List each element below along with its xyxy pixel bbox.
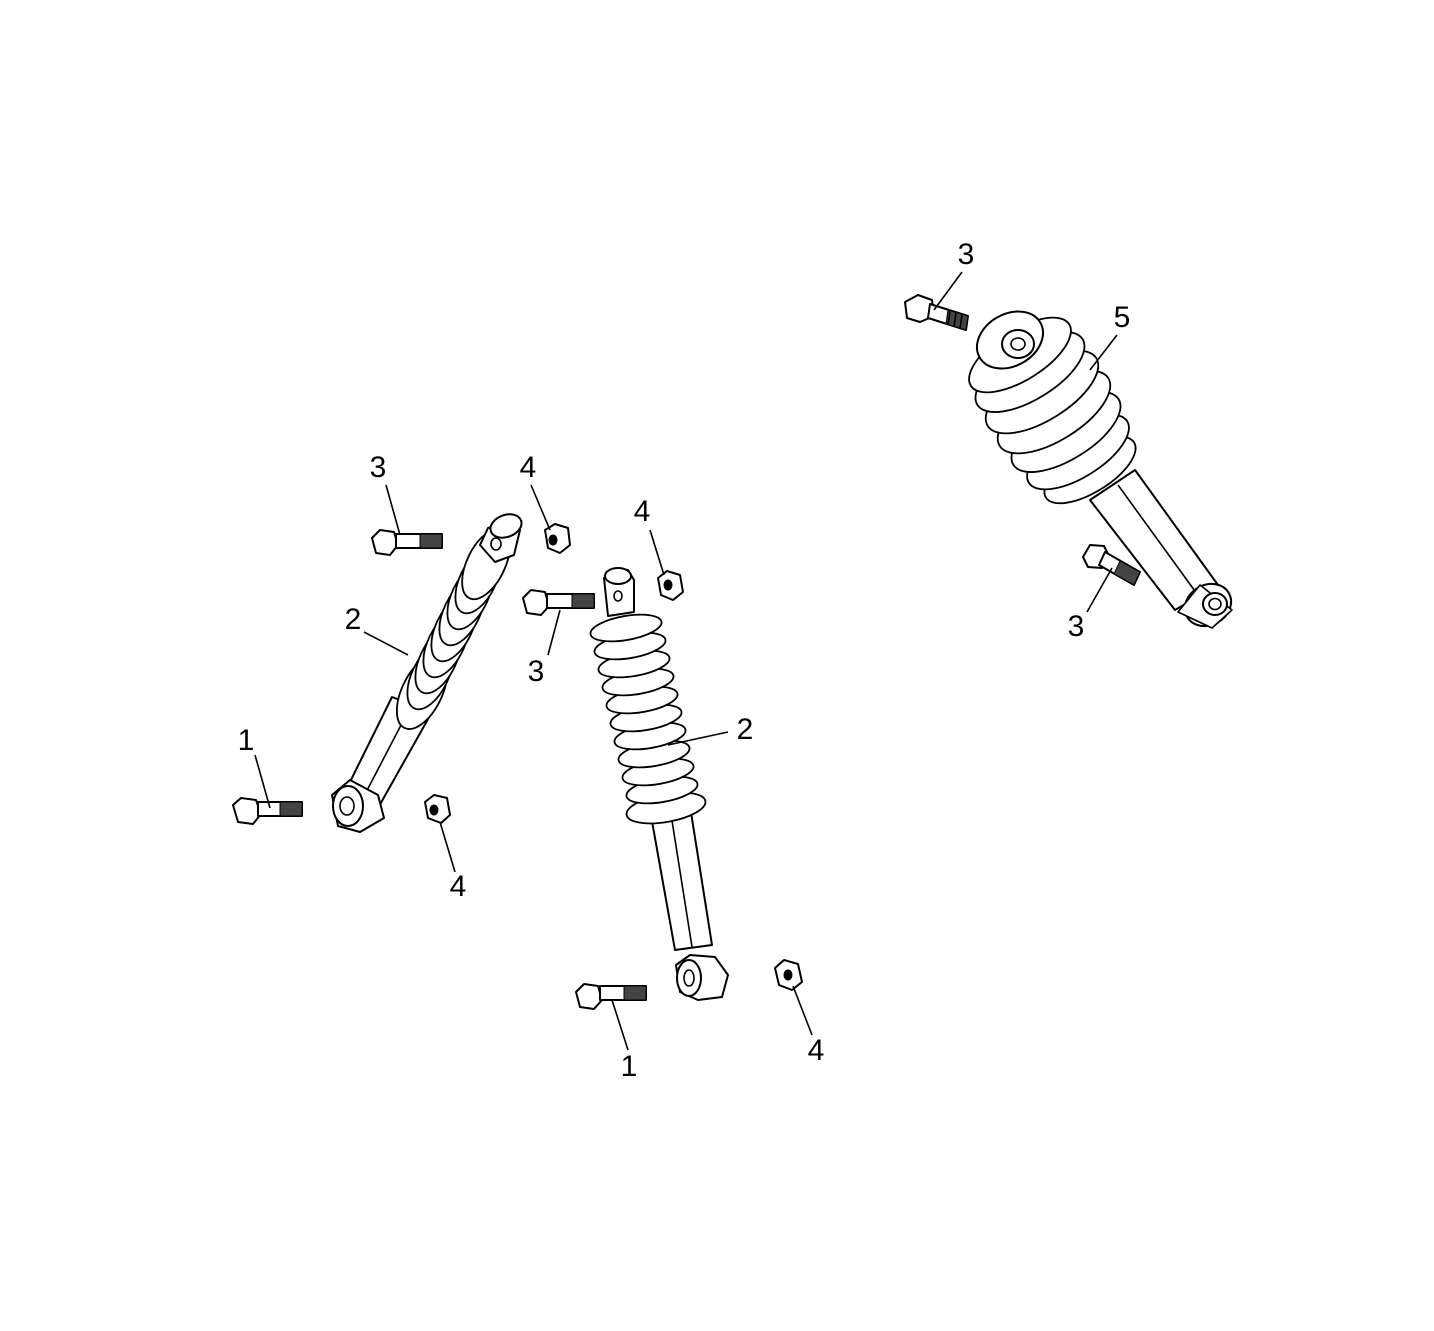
callout-shock-2-middle: 2 — [736, 713, 754, 746]
callout-shock-2-left: 2 — [344, 603, 362, 636]
rear-shock-absorber — [968, 310, 1233, 629]
callout-bolt-1-left: 1 — [237, 724, 255, 757]
callout-bolt-1-middle: 1 — [620, 1050, 638, 1083]
nut-upper-left — [544, 523, 571, 554]
callout-nut-4-middle-upper: 4 — [633, 495, 651, 528]
callout-nut-4-middle-lower: 4 — [807, 1034, 825, 1067]
nut-lower-left — [424, 794, 451, 824]
bolt-lower-rear — [1082, 544, 1141, 586]
leader-lines — [254, 271, 1118, 1051]
rear-shock-spring — [968, 316, 1137, 505]
front-right-shock-spring — [589, 613, 707, 825]
callout-bolt-3-rear-lower: 3 — [1067, 610, 1085, 643]
nut-upper-middle — [657, 570, 684, 601]
bolt-upper-left — [371, 529, 443, 556]
bolt-upper-rear — [904, 294, 969, 331]
front-left-shock-spring — [395, 527, 511, 730]
callout-bolt-3-middle: 3 — [527, 655, 545, 688]
bolt-upper-middle — [522, 589, 595, 616]
callout-nut-4-left-lower: 4 — [449, 870, 467, 903]
front-shock-absorber-right — [589, 567, 729, 1001]
callout-rear-shock-5: 5 — [1113, 301, 1131, 334]
callout-bolt-3-rear-upper: 3 — [957, 238, 975, 271]
callout-nut-4-left-upper: 4 — [519, 451, 537, 484]
bolt-lower-middle — [575, 983, 647, 1010]
callout-bolt-3-left-upper: 3 — [369, 451, 387, 484]
nut-lower-middle — [774, 959, 803, 991]
front-shock-absorber-left — [331, 513, 523, 833]
